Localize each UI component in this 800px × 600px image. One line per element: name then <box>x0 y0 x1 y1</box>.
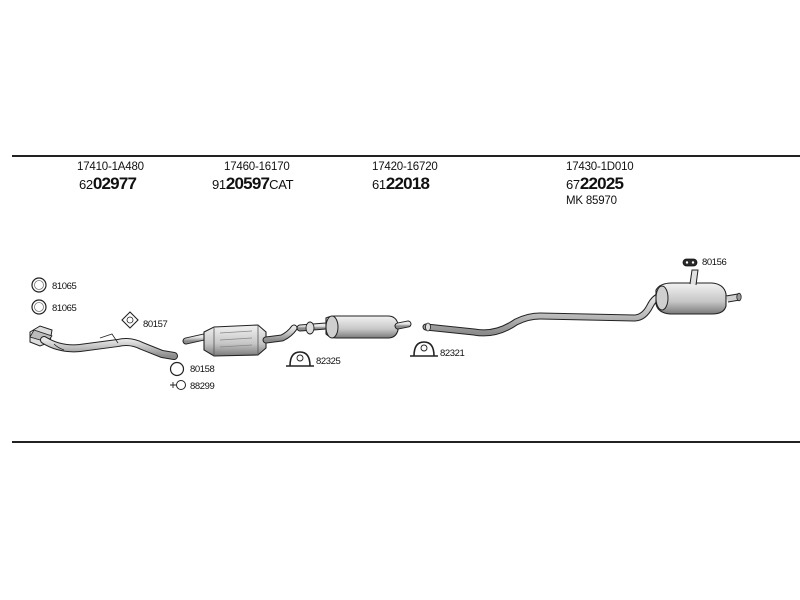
bottom-rule <box>12 441 800 443</box>
rear-muffler-shape <box>655 269 742 315</box>
part-number-rear-muffler: 17430-1D010 <box>566 161 634 173</box>
label-bolt: 88299 <box>190 381 215 392</box>
front-pipe-shape <box>29 325 178 360</box>
label-clamp-2: 82321 <box>440 348 465 359</box>
rubber-mount-icon <box>682 258 698 267</box>
flange-gasket-icon <box>121 311 139 329</box>
label-flange-gasket: 80157 <box>143 319 168 330</box>
label-clamp-1: 82325 <box>316 356 341 367</box>
ring-icon <box>169 361 185 377</box>
order-code-center-muffler: 6122018 <box>372 174 430 193</box>
clamp-icon <box>410 341 438 357</box>
part-number-center-muffler: 17420-16720 <box>372 161 438 173</box>
label-rubber-mount: 80156 <box>702 257 727 268</box>
label-ring: 80158 <box>190 364 215 375</box>
part-number-catalyst: 17460-16170 <box>224 161 290 173</box>
order-code-front-pipe: 6202977 <box>79 174 137 193</box>
catalytic-converter-shape <box>182 324 298 357</box>
tail-pipe-shape <box>422 292 664 337</box>
label-gasket-2: 81065 <box>52 303 77 314</box>
gasket-ring-icon <box>31 299 47 315</box>
gasket-ring-icon <box>31 277 47 293</box>
bolt-icon <box>170 380 186 390</box>
top-rule <box>12 155 800 157</box>
part-number-front-pipe: 17410-1A480 <box>77 161 144 173</box>
order-code-rear-muffler: 6722025 <box>566 174 624 193</box>
label-gasket-1: 81065 <box>52 281 77 292</box>
center-muffler-shape <box>296 315 412 339</box>
order-code-catalyst: 9120597CAT <box>212 174 294 193</box>
clamp-icon <box>286 351 314 367</box>
mounting-kit-code: MK 85970 <box>566 195 617 207</box>
